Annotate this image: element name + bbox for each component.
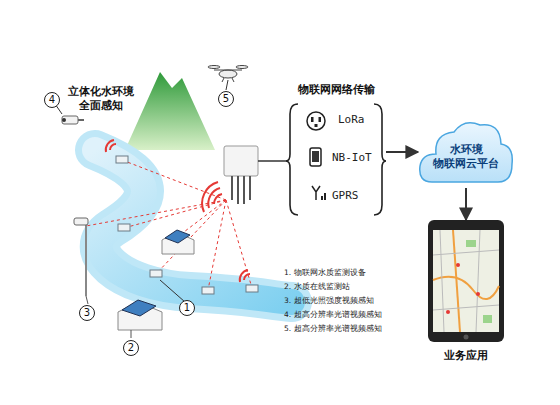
callout-number: 4 <box>44 92 60 108</box>
node-text: GPRS <box>332 189 359 202</box>
mountain <box>125 72 215 150</box>
node-text: NB-IoT <box>332 151 372 164</box>
node-text: LoRa <box>338 113 365 126</box>
protocol-label: GPRS <box>332 189 382 205</box>
wireless-links <box>86 160 252 290</box>
callout-number: 2 <box>123 340 139 356</box>
cloud-platform: 水环境 物联网云平台 <box>418 116 514 188</box>
monitoring-device <box>116 156 258 294</box>
callout-number: 5 <box>218 91 234 107</box>
gateway <box>224 146 288 204</box>
legend-item: 5. 超高分辨率光谱视频感知 <box>284 324 382 334</box>
leader-line <box>53 80 228 302</box>
tablet-app: 业务应用 <box>428 220 504 365</box>
flow-arrow <box>386 151 418 153</box>
node-text: 物联网网络传输 <box>286 82 386 97</box>
legend-item: 2. 水质在线监测站 <box>284 282 350 292</box>
network-group: 物联网网络传输 LoRaNB-IoT GPRS <box>286 82 386 217</box>
legend-item: 4. 超高分辨率光谱视频感知 <box>284 310 382 320</box>
network-icons <box>307 112 325 200</box>
pole-camera <box>74 218 88 304</box>
tablet <box>428 220 504 365</box>
region-title: 立体化水环境 全面感知 <box>60 85 142 113</box>
drone <box>208 66 248 83</box>
monitoring-station <box>118 230 194 338</box>
protocol-label: NB-IoT <box>332 151 382 167</box>
node-text: 业务应用 <box>418 348 514 363</box>
legend-item: 1. 物联网水质监测设备 <box>284 268 366 278</box>
river-water <box>95 150 292 302</box>
callout-number: 3 <box>79 305 95 321</box>
protocol-label: LoRa <box>338 113 382 129</box>
callout-number: 1 <box>179 300 195 316</box>
flow-arrow <box>465 188 467 220</box>
river <box>95 150 292 302</box>
camera <box>62 116 84 124</box>
legend-item: 3. 超低光照强度视频感知 <box>284 296 374 306</box>
node-text: 水环境 物联网云平台 <box>426 143 506 171</box>
